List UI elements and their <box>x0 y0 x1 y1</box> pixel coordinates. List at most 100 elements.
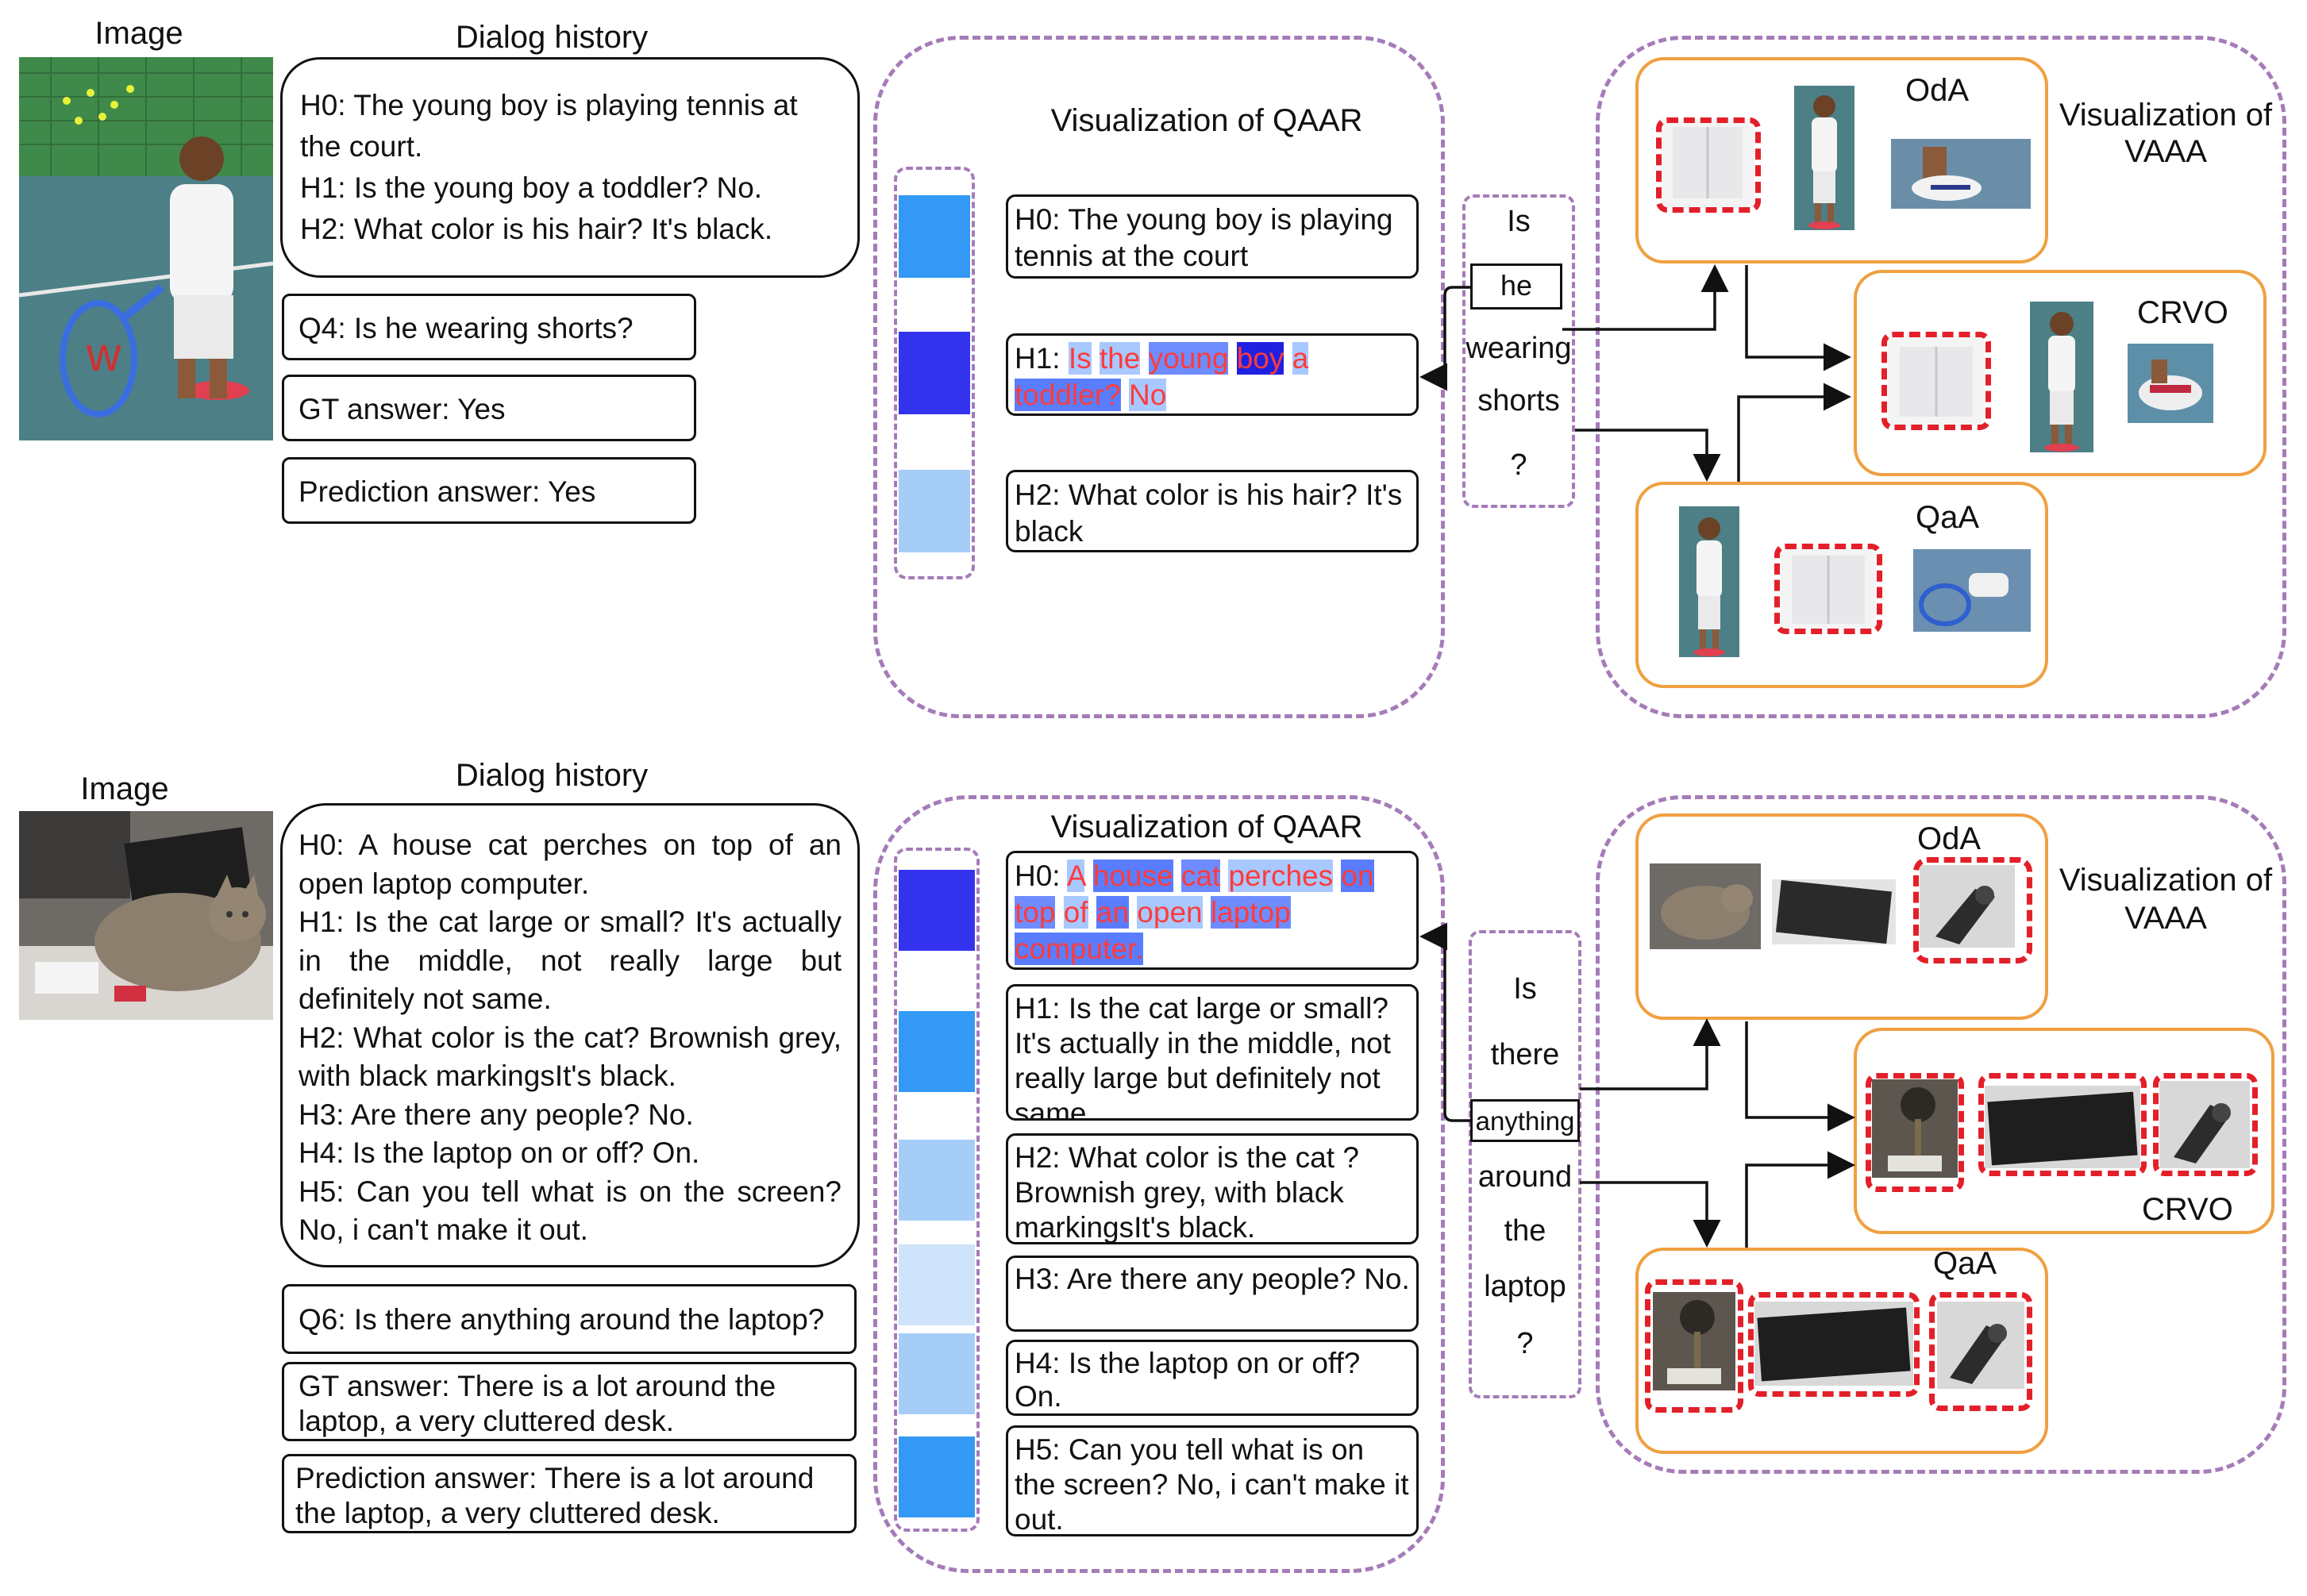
bottom-dialog-h2: H2: What color is the cat? Brownish grey… <box>298 1021 842 1093</box>
bottom-qword-6: ? <box>1516 1327 1534 1360</box>
bottom-qword-4: the <box>1504 1214 1546 1248</box>
top-vaaa-title-line1: Visualization of <box>2059 98 2273 133</box>
bottom-dialog-h3: H3: Are there any people? No. <box>298 1098 694 1131</box>
bottom-question-box: Q6: Is there anything around the laptop? <box>282 1284 857 1354</box>
bottom-question-column <box>1469 930 1581 1398</box>
bottom-h0-word: cat <box>1180 860 1221 892</box>
bottom-qaar-region <box>873 795 1445 1573</box>
top-oda-label: OdA <box>1905 73 1970 108</box>
top-dialog-h0: H0: The young boy is playing tennis at t… <box>300 89 798 163</box>
top-vaaa-region <box>1596 36 2286 718</box>
bottom-vaaa-title-line2: VAAA <box>2124 901 2207 936</box>
bottom-cat-image <box>19 811 273 1020</box>
bottom-heat-cell-h3 <box>899 1244 975 1325</box>
bottom-dialog-label: Dialog history <box>455 758 649 793</box>
top-history-h1-prefix: H1: <box>1015 342 1069 375</box>
top-h1-word: toddler? <box>1015 379 1121 411</box>
top-crvo-thumb-shorts <box>1888 337 1985 425</box>
top-vaaa-title-line2: VAAA <box>2124 134 2207 169</box>
bottom-dialog-h5: H5: Can you tell what is on the screen? … <box>298 1175 842 1247</box>
bottom-history-h0-prefix: H0: <box>1015 860 1067 892</box>
top-h1-word: Is <box>1068 342 1092 375</box>
bottom-qaa-red-box-3 <box>1929 1292 2032 1411</box>
bottom-crvo-red-box-1 <box>1866 1073 1964 1192</box>
top-qword-4: ? <box>1510 448 1527 482</box>
bottom-crvo-thumb-object <box>2159 1081 2250 1168</box>
top-qaa-thumb-shorts <box>1781 549 1876 629</box>
top-heatmap-column <box>894 167 975 579</box>
bottom-heat-cell-h4 <box>899 1333 975 1414</box>
top-crvo-red-box <box>1881 332 1991 430</box>
bottom-qword-highlighted: anything <box>1470 1099 1580 1142</box>
bottom-vaaa-title-line1: Visualization of <box>2059 863 2273 898</box>
bottom-qaa-red-box-2 <box>1748 1292 1920 1397</box>
top-qaa-thumb-boy <box>1679 506 1739 657</box>
bottom-qword-3: around <box>1477 1160 1573 1194</box>
top-pred-answer-box: Prediction answer: Yes <box>282 457 696 524</box>
top-crvo-thumb-boy <box>2030 302 2093 452</box>
bottom-h0-word: laptop <box>1210 896 1291 929</box>
top-qaar-title: Visualization of QAAR <box>1050 103 1363 138</box>
bottom-oda-label: OdA <box>1917 821 1982 856</box>
top-oda-thumb-boy <box>1794 86 1854 230</box>
top-qword-3: shorts <box>1477 384 1560 417</box>
bottom-gt-answer-box: GT answer: There is a lot around the lap… <box>282 1362 857 1441</box>
bottom-qaa-thumb-keyboard <box>1754 1302 1913 1386</box>
top-heat-cell-h1 <box>899 332 970 414</box>
bottom-h0-word: of <box>1063 896 1088 929</box>
top-heat-cell-h2 <box>899 470 970 552</box>
bottom-crvo-red-box-2 <box>1978 1073 2147 1176</box>
bottom-dialog-h0: H0: A house cat perches on top of an ope… <box>298 829 842 900</box>
top-gt-answer-box: GT answer: Yes <box>282 375 696 441</box>
bottom-h0-word: A <box>1066 860 1085 892</box>
top-oda-red-box <box>1656 117 1761 213</box>
bottom-dialog-h4: H4: Is the laptop on or off? On. <box>298 1136 700 1169</box>
top-tennis-image: w <box>18 57 274 440</box>
bottom-qaa-thumb-object <box>1937 1302 2024 1389</box>
bottom-heat-cell-h0 <box>899 870 975 951</box>
top-dialog-label: Dialog history <box>455 20 649 55</box>
bottom-h0-word: top <box>1015 896 1056 929</box>
bottom-qaa-label: QaA <box>1933 1246 1997 1281</box>
bottom-qaa-thumb-lamp <box>1653 1292 1735 1390</box>
bottom-h0-word: an <box>1096 896 1130 929</box>
bottom-history-h0: H0: A house cat perches on top of an ope… <box>1006 851 1419 970</box>
top-question-column <box>1462 194 1575 508</box>
bottom-crvo-red-box-3 <box>2153 1073 2258 1176</box>
top-h1-word: the <box>1099 342 1141 375</box>
top-dialog-history-box: H0: The young boy is playing tennis at t… <box>280 57 860 278</box>
top-crvo-label: CRVO <box>2137 295 2228 330</box>
top-dialog-h2: H2: What color is his hair? It's black. <box>300 213 773 245</box>
top-h1-word: No <box>1129 379 1167 411</box>
top-qword-2: wearing <box>1465 332 1572 365</box>
bottom-h0-word: house <box>1092 860 1173 892</box>
top-qaa-label: QaA <box>1916 500 1980 535</box>
top-image-label: Image <box>94 16 183 51</box>
top-qaa-thumb-racket <box>1913 549 2031 632</box>
top-question-box: Q4: Is he wearing shorts? <box>282 294 696 360</box>
bottom-history-h5: H5: Can you tell what is on the screen? … <box>1006 1425 1419 1536</box>
bottom-oda-thumb-laptop <box>1772 879 1896 944</box>
top-crvo-thumb-shoe <box>2128 344 2213 423</box>
bottom-dialog-history-box: H0: A house cat perches on top of an ope… <box>280 803 860 1267</box>
top-qaa-red-box <box>1774 544 1882 634</box>
bottom-heat-cell-h5 <box>899 1436 975 1517</box>
bottom-crvo-thumb-keyboard <box>1985 1086 2140 1168</box>
bottom-qaar-title: Visualization of QAAR <box>1050 810 1363 844</box>
bottom-h0-word: on <box>1341 860 1374 892</box>
top-history-h2: H2: What color is his hair? It's black <box>1006 470 1419 552</box>
bottom-crvo-thumb-lamp <box>1872 1079 1958 1178</box>
top-history-h1: H1: Is the young boy a toddler? No <box>1006 333 1419 416</box>
bottom-qaa-red-box-1 <box>1645 1279 1743 1413</box>
top-dialog-h1: H1: Is the young boy a toddler? No. <box>300 171 763 204</box>
bottom-history-h3: H3: Are there any people? No. <box>1006 1256 1419 1332</box>
bottom-h0-word: computer. <box>1015 933 1144 965</box>
bottom-heat-cell-h2 <box>899 1140 975 1221</box>
top-oda-thumb-shoe <box>1891 139 2031 209</box>
bottom-heatmap-column <box>894 848 980 1532</box>
bottom-qword-1: there <box>1490 1038 1560 1071</box>
top-qword-0: Is <box>1507 205 1531 238</box>
bottom-heat-cell-h1 <box>899 1011 975 1092</box>
